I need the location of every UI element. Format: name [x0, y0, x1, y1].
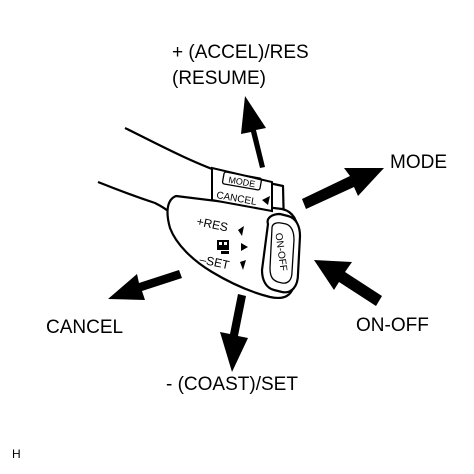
lever-top-tab [211, 166, 273, 213]
mode-arrow-icon [302, 168, 384, 209]
res-marking: +RES [195, 214, 229, 234]
on-off-button-marking: ON-OFF [272, 232, 288, 271]
coast-set-label: - (COAST)/SET [166, 374, 298, 395]
res-marking-arrow-icon [238, 226, 244, 236]
accel-res-label: + (ACCEL)/RES [172, 42, 309, 63]
cruise-indicator-icon [217, 240, 229, 254]
accel-resume-arrow-icon [241, 96, 266, 168]
center-indicator-arrow-icon [241, 243, 248, 251]
cancel-arrow-icon [108, 270, 182, 300]
on-off-button-inner [269, 222, 295, 284]
set-marking: –SET [198, 252, 231, 272]
figure-code: H [12, 447, 21, 461]
resume-label: (RESUME) [172, 68, 266, 89]
set-marking-arrow-icon [240, 260, 246, 270]
mode-label: MODE [390, 152, 447, 173]
on-off-label: ON-OFF [356, 315, 429, 336]
mode-marking-box [221, 171, 263, 191]
on-off-arrow-icon [314, 260, 382, 306]
coast-set-arrow-icon [220, 294, 248, 372]
mode-marking: MODE [228, 175, 256, 190]
cancel-marking-arrow-icon [262, 196, 270, 205]
cancel-label: CANCEL [46, 317, 124, 338]
